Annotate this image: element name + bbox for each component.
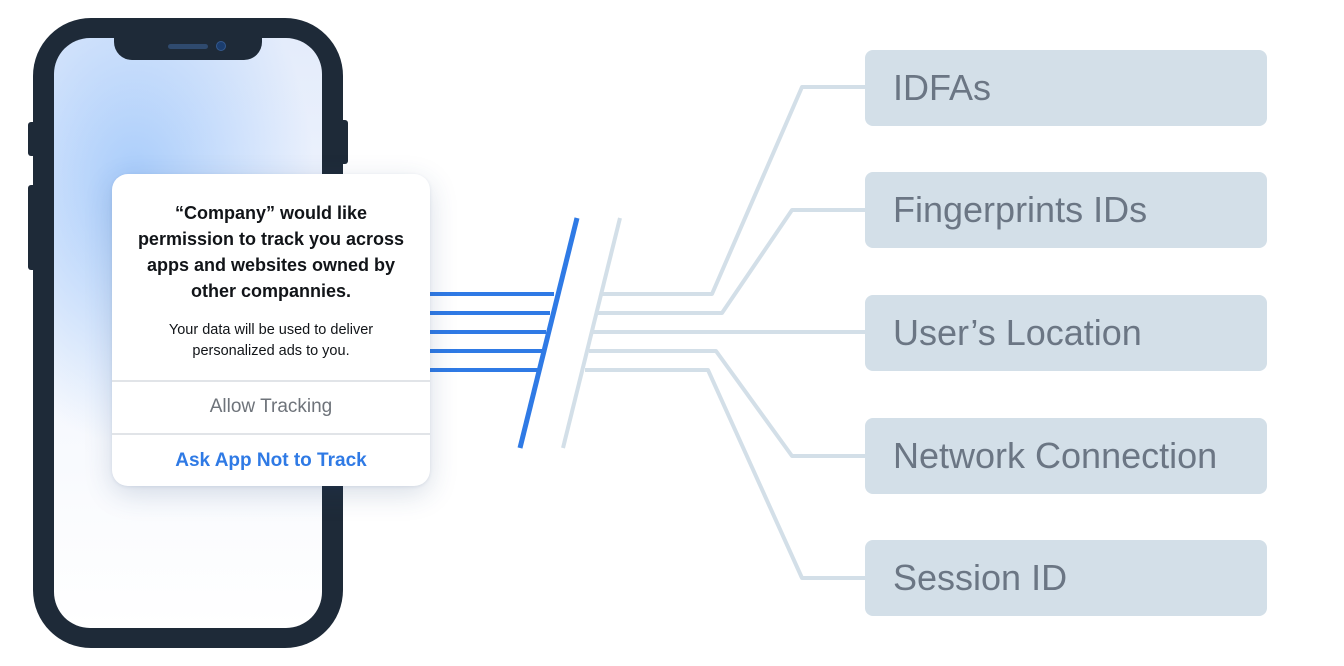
label-text: Fingerprints IDs bbox=[893, 189, 1148, 230]
block-slash-blue bbox=[517, 217, 580, 449]
tracking-permission-dialog: “Company” would like permission to track… bbox=[112, 174, 430, 486]
data-line-network bbox=[589, 349, 866, 458]
phone-volume-up-button bbox=[28, 185, 36, 245]
label-text: Network Connection bbox=[893, 435, 1218, 476]
label-text: Session ID bbox=[893, 557, 1068, 598]
phone-volume-down-button bbox=[28, 230, 36, 270]
speaker-icon bbox=[168, 44, 208, 49]
label-network-connection: Network Connection bbox=[865, 418, 1267, 494]
dialog-message: Your data will be used to deliver person… bbox=[168, 322, 374, 359]
phone-mute-switch bbox=[28, 122, 36, 156]
label-user-location: User’s Location bbox=[865, 295, 1267, 371]
block-slash-gray bbox=[561, 217, 622, 449]
dialog-divider bbox=[112, 433, 430, 435]
label-text: User’s Location bbox=[893, 312, 1142, 353]
label-text: IDFAs bbox=[893, 67, 992, 108]
dialog-divider bbox=[112, 380, 430, 382]
phone-power-button bbox=[340, 120, 348, 164]
camera-icon bbox=[216, 41, 226, 51]
data-line-session bbox=[585, 368, 866, 580]
data-line-fingerprints bbox=[597, 208, 866, 315]
label-session-id: Session ID bbox=[865, 540, 1267, 616]
dialog-title: “Company” would like permission to track… bbox=[137, 203, 405, 301]
allow-tracking-button[interactable]: Allow Tracking bbox=[209, 396, 333, 417]
label-idfas: IDFAs bbox=[865, 50, 1267, 126]
data-line-idfas bbox=[601, 85, 866, 296]
ask-not-to-track-button[interactable]: Ask App Not to Track bbox=[175, 450, 367, 471]
label-fingerprint-ids: Fingerprints IDs bbox=[865, 172, 1267, 248]
